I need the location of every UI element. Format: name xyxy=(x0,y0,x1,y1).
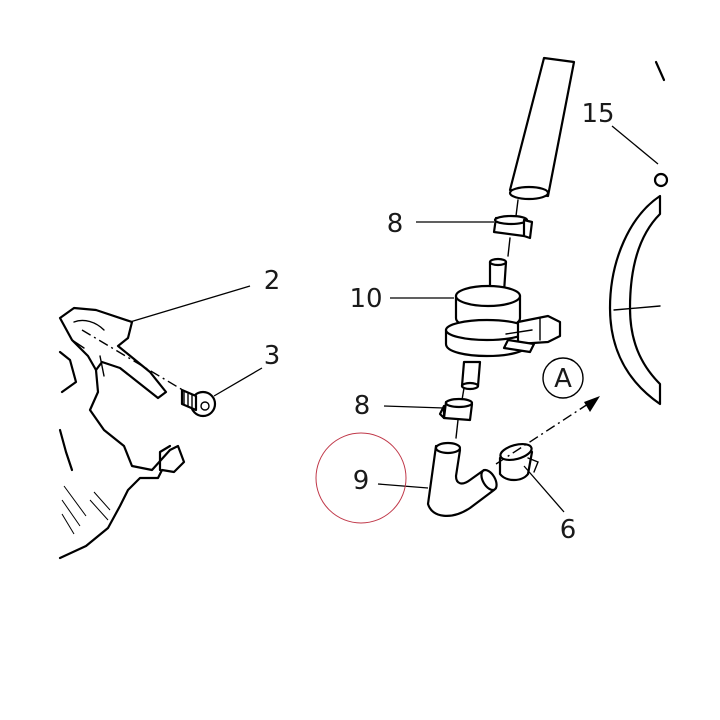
callout-2: 2 xyxy=(264,266,281,296)
view-marker-a: A xyxy=(542,357,584,399)
elbow-hose-9 xyxy=(426,441,498,517)
valve-10 xyxy=(444,257,562,401)
bolt-3 xyxy=(81,329,217,418)
housing-bracket xyxy=(58,306,186,560)
leader-lines xyxy=(129,125,659,513)
upper-hose xyxy=(508,56,576,201)
clamp-8-upper xyxy=(492,199,534,257)
callout-6: 6 xyxy=(560,515,577,545)
view-marker-label: A xyxy=(554,364,572,394)
callout-10: 10 xyxy=(349,284,382,314)
callout-9: 9 xyxy=(353,466,370,496)
callout-8-upper: 8 xyxy=(387,209,404,239)
highlight-circle xyxy=(315,432,407,524)
callout-3: 3 xyxy=(264,341,281,371)
direction-arrow xyxy=(495,396,600,465)
callout-8-lower: 8 xyxy=(354,391,371,421)
clamp-8-lower xyxy=(438,397,474,439)
clamp-6 xyxy=(498,442,539,482)
right-assembly-edge xyxy=(608,60,669,406)
callout-15: 15 xyxy=(581,99,614,129)
